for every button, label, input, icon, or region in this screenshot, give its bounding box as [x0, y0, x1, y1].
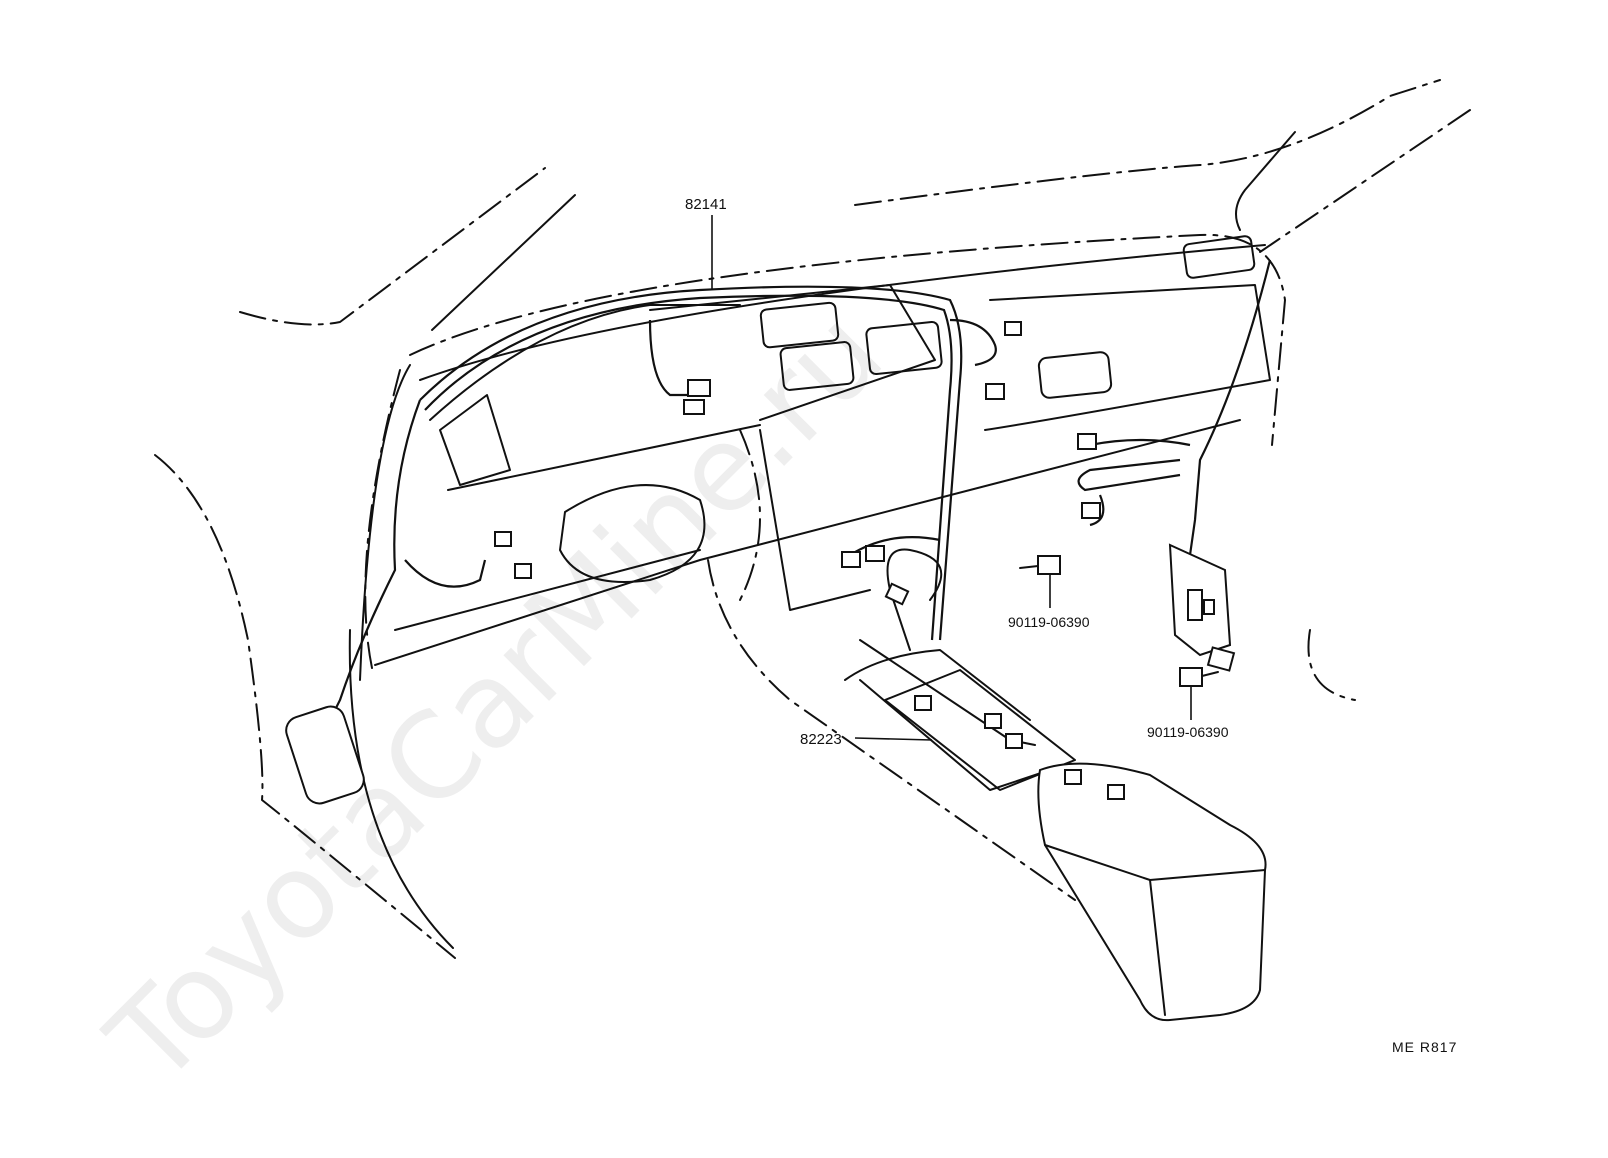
callout-bolt-lower: 90119-06390	[1147, 724, 1229, 740]
connectors	[285, 321, 1236, 805]
callout-82223: 82223	[800, 731, 842, 748]
bolt-lower	[1179, 667, 1219, 720]
watermark-text: ToyotaCarMine.ru	[82, 283, 909, 1110]
armrest-console-box	[1037, 762, 1267, 1022]
center-console	[844, 548, 1076, 791]
vehicle-body-outline	[154, 79, 1471, 959]
callout-leader-82223	[854, 737, 933, 741]
figure-code: ME R817	[1392, 1039, 1457, 1055]
callout-bolt-upper: 90119-06390	[1008, 614, 1090, 630]
instrument-panel	[359, 233, 1286, 681]
wiring-harness-82141	[329, 259, 1272, 721]
bolt-upper	[1019, 555, 1061, 608]
callout-82141: 82141	[685, 196, 727, 213]
